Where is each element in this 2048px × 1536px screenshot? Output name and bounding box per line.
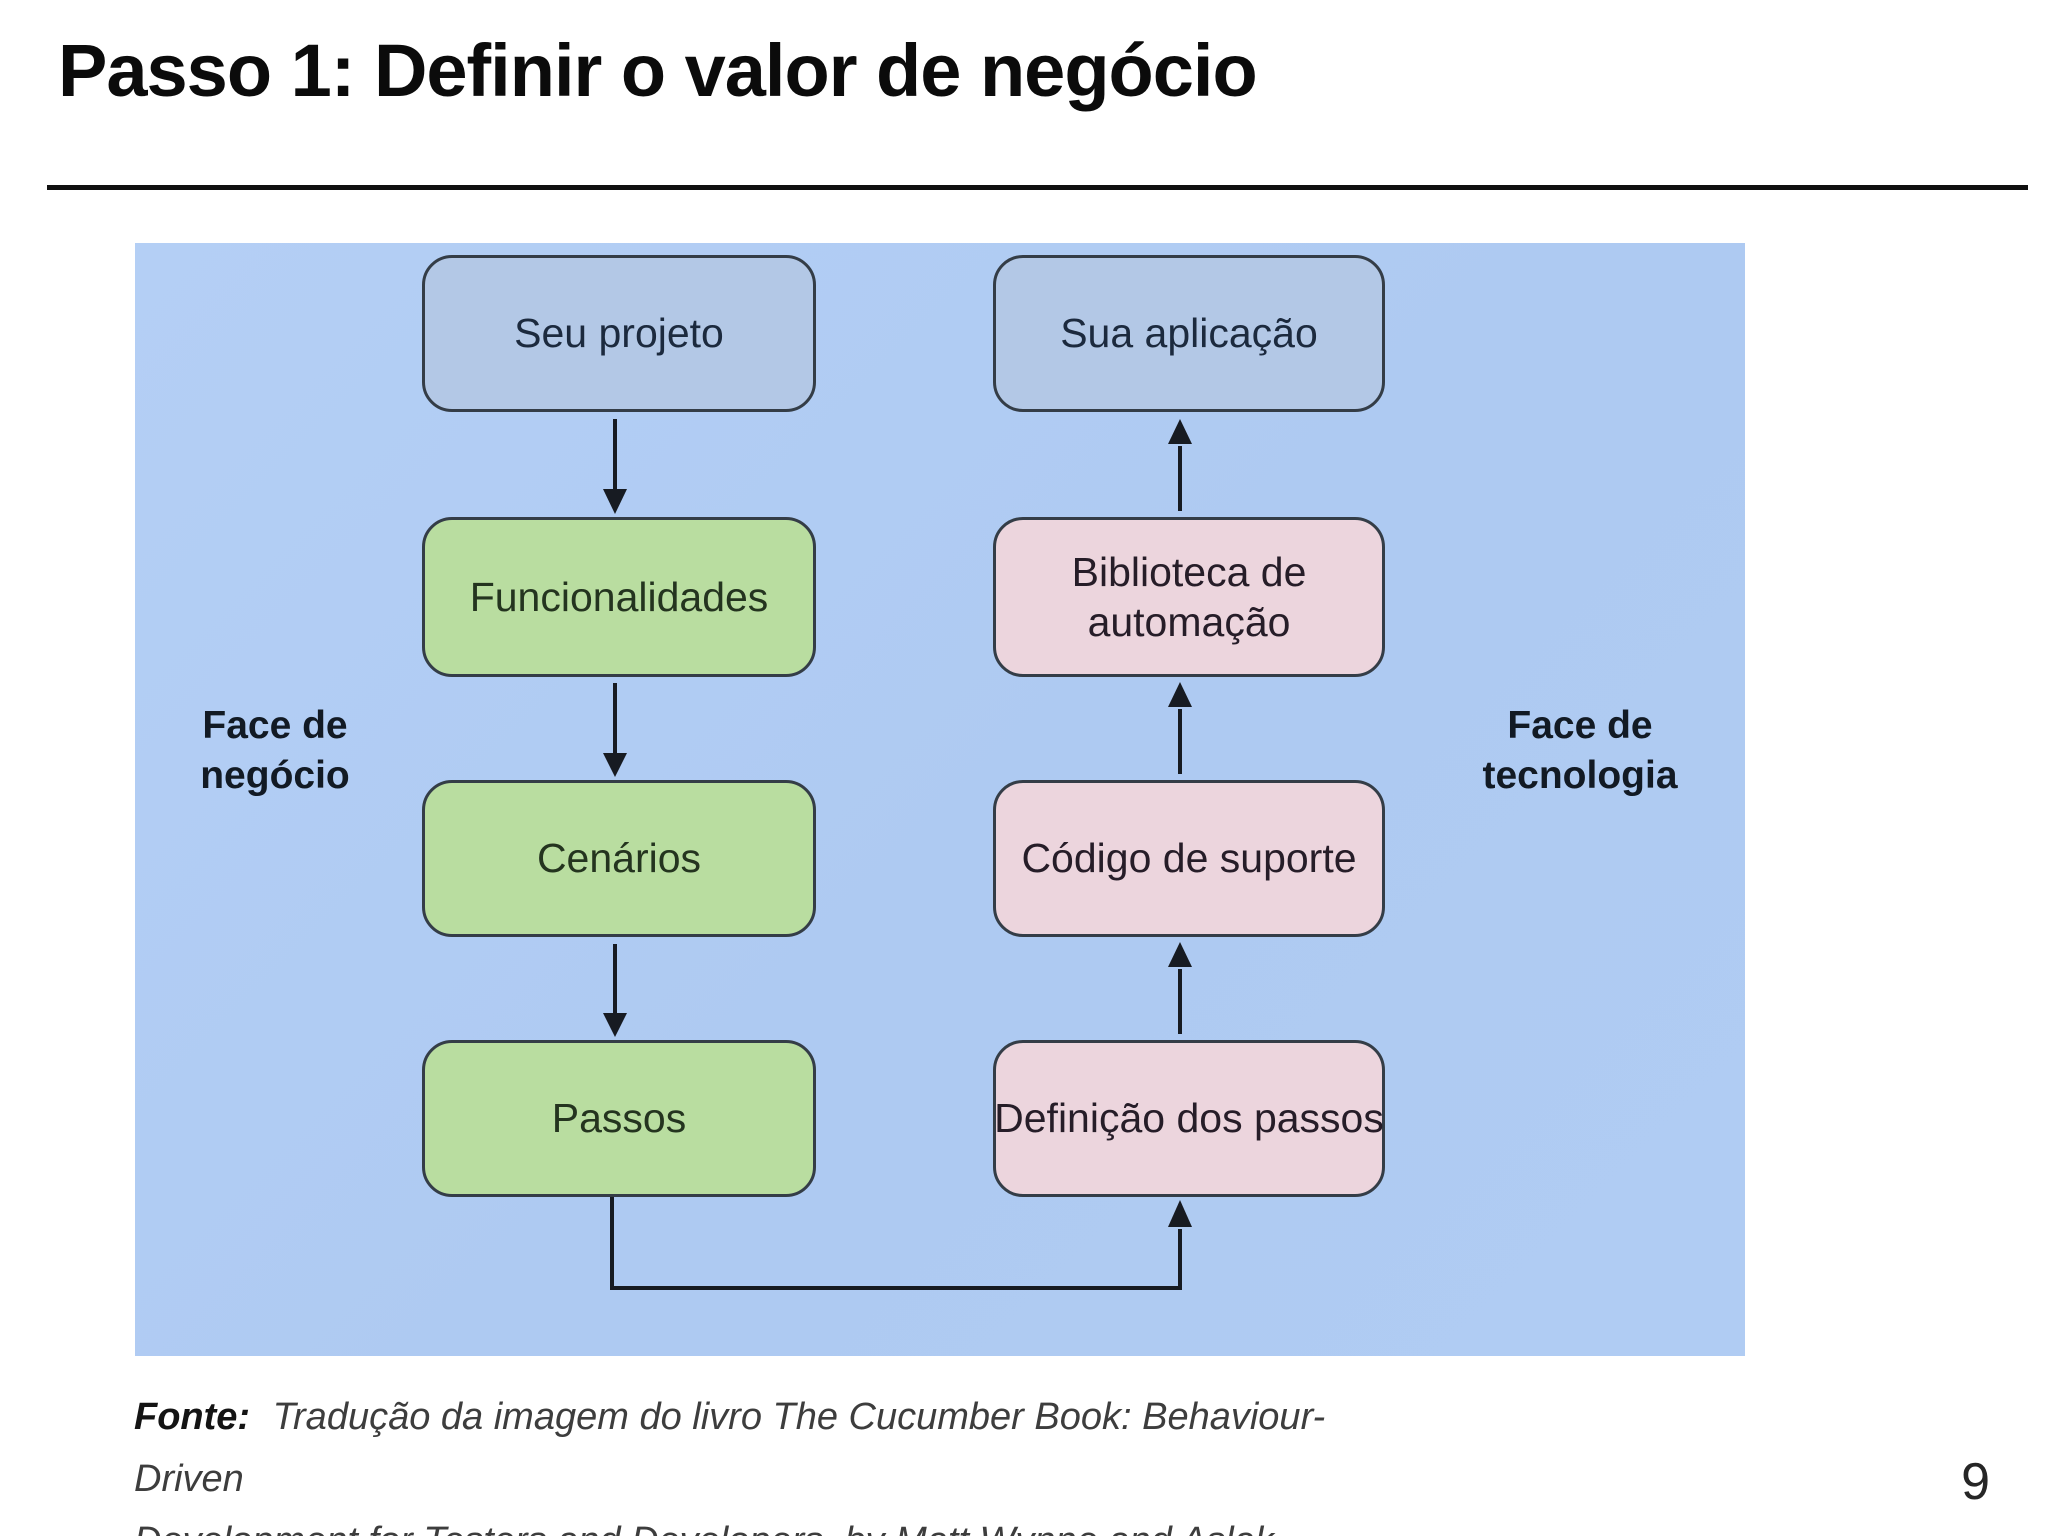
bdd-flow-diagram: Seu projeto Funcionalidades Cenários Pas… — [135, 243, 1745, 1356]
flow-connectors — [603, 419, 1192, 1290]
source-line-1: Tradução da imagem do livro The Cucumber… — [134, 1396, 1326, 1500]
node-label: Cenários — [536, 835, 702, 882]
slide-title: Passo 1: Definir o valor de negócio — [58, 29, 1258, 112]
up-arrow-3 — [1168, 942, 1192, 1034]
node-sua-aplicacao: Sua aplicação — [993, 255, 1385, 412]
title-divider — [47, 185, 2028, 190]
node-label: Sua aplicação — [1060, 310, 1318, 357]
source-citation: Fonte: Tradução da imagem do livro The C… — [134, 1386, 1394, 1536]
node-funcionalidades: Funcionalidades — [422, 517, 816, 677]
node-definicao-dos-passos: Definição dos passos — [993, 1040, 1385, 1197]
steps-to-definition-connector — [610, 1197, 1192, 1290]
side-label-line: tecnologia — [1482, 754, 1678, 797]
down-arrow-1 — [603, 419, 627, 514]
side-label-line: negócio — [200, 754, 350, 797]
node-passos: Passos — [422, 1040, 816, 1197]
node-label: Seu projeto — [514, 310, 724, 357]
down-arrow-2 — [603, 683, 627, 777]
up-arrow-2 — [1168, 682, 1192, 774]
label-face-de-negocio: Face de negócio — [145, 701, 405, 801]
node-label: Código de suporte — [1021, 835, 1357, 882]
side-label-line: Face de — [202, 704, 348, 747]
node-label: Passos — [551, 1095, 687, 1142]
node-label: Biblioteca de automação — [1071, 548, 1307, 645]
down-arrow-3 — [603, 944, 627, 1037]
side-label-line: Face de — [1507, 704, 1653, 747]
page-number: 9 — [1961, 1453, 1990, 1511]
node-label: Definição dos passos — [994, 1095, 1384, 1142]
node-codigo-de-suporte: Código de suporte — [993, 780, 1385, 937]
node-biblioteca-de-automacao: Biblioteca de automação — [993, 517, 1385, 677]
source-label: Fonte: — [134, 1396, 251, 1438]
node-label: Funcionalidades — [469, 573, 769, 620]
label-face-de-tecnologia: Face de tecnologia — [1420, 701, 1740, 801]
node-cenarios: Cenários — [422, 780, 816, 937]
source-line-2: Development for Testers and Developers, … — [134, 1520, 1274, 1536]
node-seu-projeto: Seu projeto — [422, 255, 816, 412]
up-arrow-1 — [1168, 419, 1192, 511]
